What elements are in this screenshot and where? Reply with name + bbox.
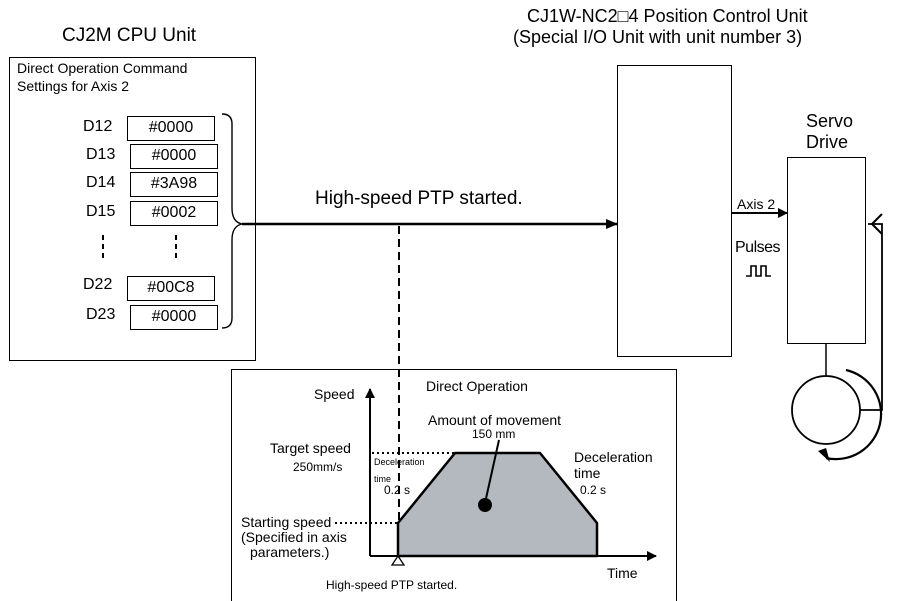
movement-label: Amount of movement — [428, 412, 562, 428]
pulse-train-icon — [746, 265, 771, 277]
register-address: D12 — [83, 118, 113, 135]
accel-time-label-line2: time — [374, 474, 392, 484]
register-value: #0000 — [130, 305, 218, 330]
chart-y-axis-label: Speed — [314, 386, 355, 402]
position-control-unit-box — [617, 65, 732, 357]
decel-time-label-line2: time — [574, 465, 601, 481]
register-address: D13 — [86, 146, 116, 163]
decel-time-label-line1: Deceleration — [574, 449, 653, 465]
feedback-arrowhead — [870, 213, 883, 235]
movement-pointer — [484, 439, 500, 504]
register-value: #0000 — [130, 144, 218, 169]
register-address: D15 — [86, 203, 116, 220]
servo-motor-icon — [791, 375, 861, 445]
servo-title-line2: Drive — [806, 132, 849, 152]
accel-time-value: 0.2 s — [384, 483, 411, 497]
ncu-title-line1: CJ1W-NC2□4 Position Control Unit — [527, 6, 808, 26]
register-address: D23 — [86, 306, 116, 323]
encoder-feedback-line — [860, 223, 883, 411]
speed-profile-area — [396, 451, 599, 558]
motor-rotation-arrowhead — [818, 448, 830, 462]
start-marker-label: High-speed PTP started. — [326, 578, 458, 592]
register-value: #0000 — [127, 116, 215, 141]
target-speed-label: Target speed — [270, 440, 351, 456]
cpu-panel-title-line1: Direct Operation Command — [17, 60, 188, 76]
register-value: #00C8 — [127, 276, 215, 301]
target-speed-value: 250mm/s — [293, 460, 343, 474]
main-command-label: High-speed PTP started. — [315, 188, 523, 209]
register-address: D14 — [86, 174, 116, 191]
movement-dot — [478, 498, 492, 512]
servo-drive-box — [787, 157, 866, 344]
decel-time-value: 0.2 s — [580, 483, 607, 497]
motor-rotation-arrow — [825, 368, 883, 461]
ncu-title-line2: (Special I/O Unit with unit number 3) — [513, 27, 803, 47]
chart-title: Direct Operation — [426, 378, 528, 394]
chart-x-axis-label: Time — [607, 565, 638, 581]
start-marker-triangle — [390, 554, 406, 566]
axis-label: Axis 2 — [737, 196, 776, 212]
starting-speed-label-line2: (Specified in axis — [241, 529, 347, 545]
register-value: #3A98 — [130, 172, 218, 197]
pulses-label: Pulses — [735, 239, 781, 256]
register-brace — [221, 113, 243, 329]
movement-value: 150 mm — [472, 427, 516, 441]
servo-title-line1: Servo — [806, 111, 854, 131]
starting-speed-label-line3: parameters.) — [250, 544, 330, 560]
cpu-panel-title-line2: Settings for Axis 2 — [17, 78, 130, 94]
register-address: D22 — [83, 276, 113, 293]
cpu-unit-title: CJ2M CPU Unit — [62, 25, 197, 46]
register-value: #0002 — [130, 201, 218, 226]
starting-speed-label-line1: Starting speed — [241, 514, 332, 530]
